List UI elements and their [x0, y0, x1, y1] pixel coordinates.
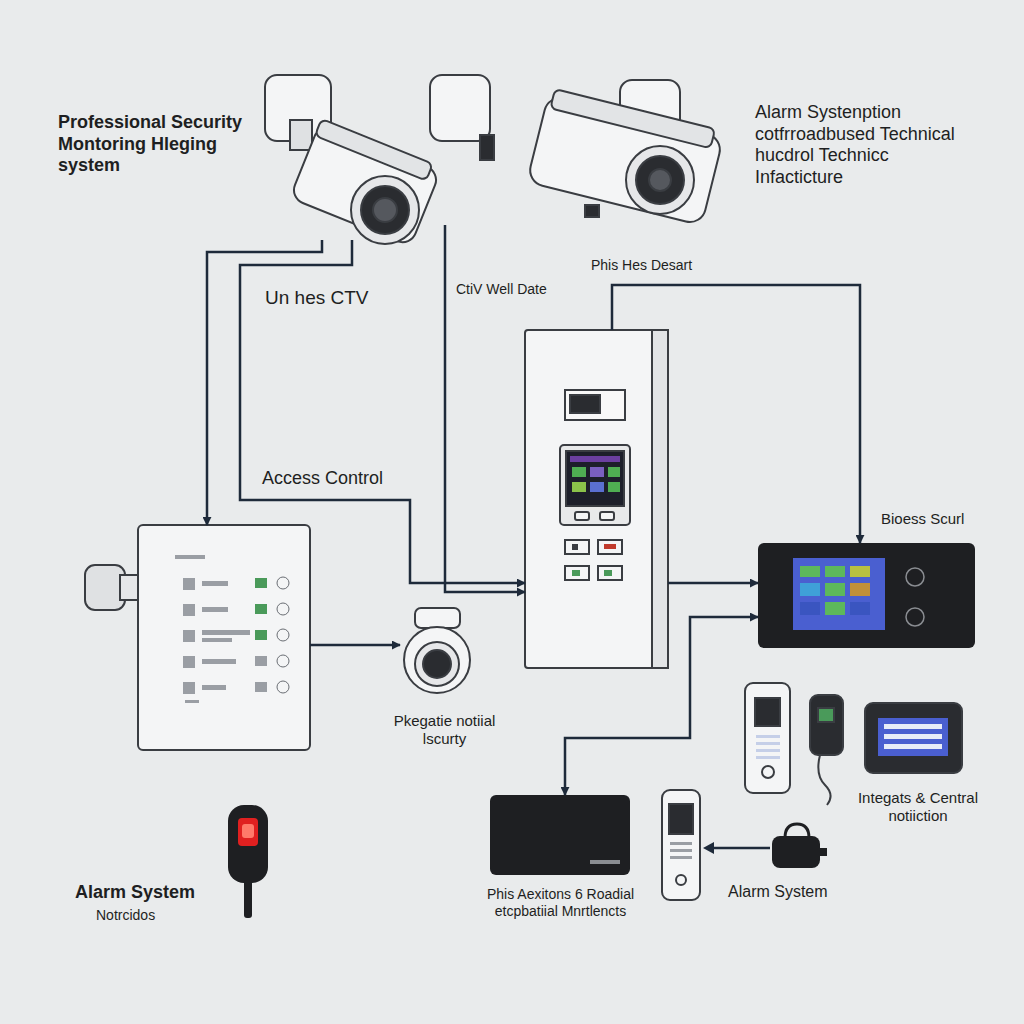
connector: [612, 285, 860, 543]
node-label: Bioess Scurl: [881, 510, 964, 528]
connector: [668, 582, 758, 585]
connector: [310, 644, 400, 647]
dome-camera-node: Pkegatie notiial lscurty: [400, 608, 475, 693]
central-panel-node: Phis Hes Desart: [525, 330, 668, 668]
camera-mount: [430, 75, 490, 141]
node-label: Pkegatie notiial lscurty: [382, 712, 507, 748]
camera-node: Un hes CTV: [265, 75, 435, 240]
node-label: Phis Hes Desart: [591, 257, 692, 274]
free-label: Notrcidos: [96, 907, 155, 924]
monitor-node: Bioess Scurl: [758, 543, 975, 648]
free-label: Integats & Central notiiction: [843, 789, 993, 825]
connector: [565, 617, 758, 795]
node-label: Phis Aexitons 6 Roadial etcpbatiial Mnrt…: [468, 886, 653, 920]
node-label: Access Control: [262, 468, 383, 490]
screen-tiles: [570, 456, 620, 576]
node-label: Alarm System: [728, 882, 828, 901]
sensor-node: Alarm System: [770, 825, 827, 870]
recorder-node: Phis Aexitons 6 Roadial etcpbatiial Mnrt…: [490, 795, 630, 875]
node-label: Un hes CTV: [265, 287, 368, 310]
edge-label: CtiV Well Date: [454, 281, 549, 298]
access-panel-node: Access Control: [138, 525, 310, 750]
panel-rows: [175, 555, 289, 703]
monitor: [758, 543, 975, 648]
alarm-button: [228, 805, 268, 918]
camera-node: Alarm Systenption cotfrroadbused Technic…: [430, 75, 715, 225]
intercom-group: [745, 683, 962, 805]
bullet-camera: [290, 119, 442, 247]
intercom-speaker: [756, 724, 942, 759]
node-label: Alarm Systenption cotfrroadbused Technic…: [755, 102, 960, 188]
free-label: Alarm System: [75, 882, 195, 904]
recorder-box: [490, 795, 630, 875]
dome-camera: [415, 608, 460, 628]
diagram-title: Professional Security Montoring Hleging …: [58, 112, 248, 177]
door-intercom: [662, 790, 700, 900]
bullet-camera: [527, 88, 725, 226]
arrow-head: [703, 842, 714, 854]
control-panel: [138, 525, 310, 750]
central-panel: [525, 330, 668, 668]
alarm-sensor: [772, 824, 827, 868]
